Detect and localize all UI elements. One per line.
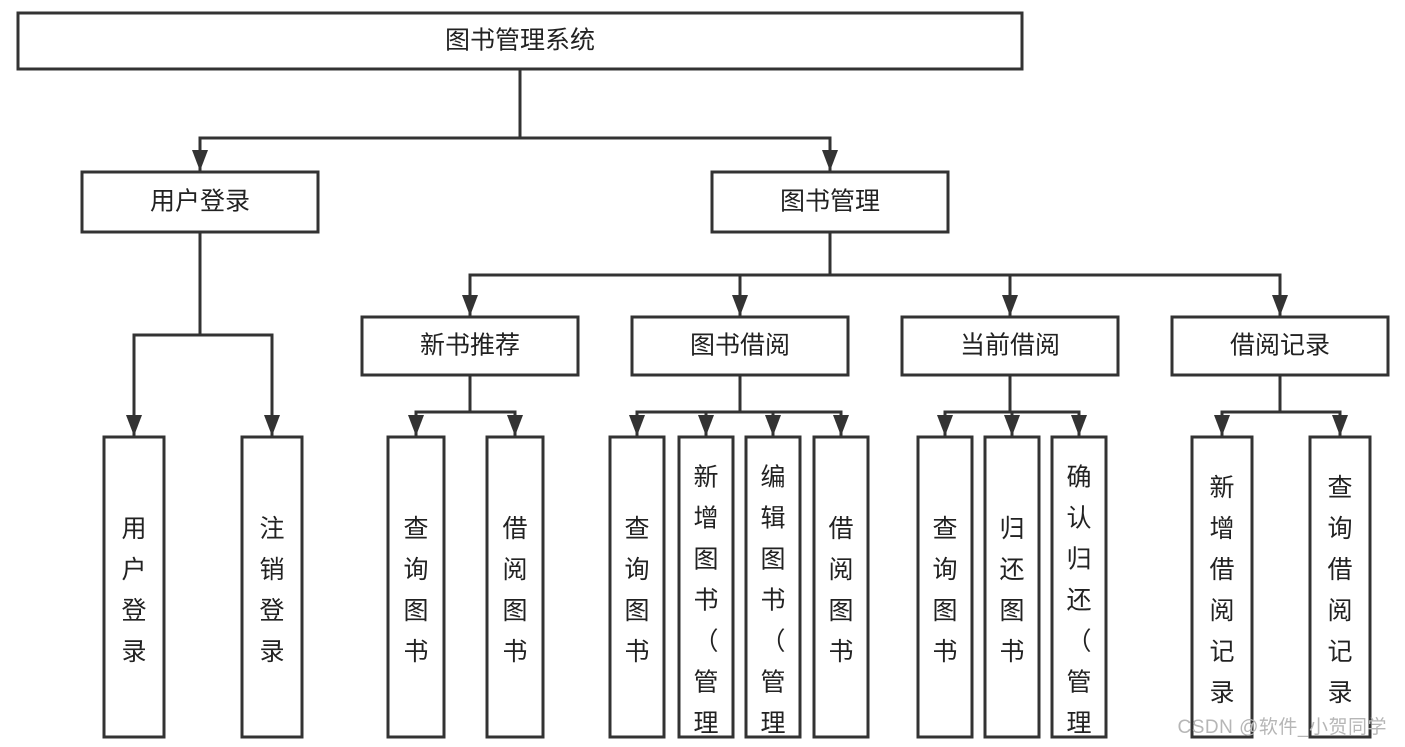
leaf_return_book-box xyxy=(983,435,1041,739)
arrow-to-leaf_return_book xyxy=(1004,415,1020,436)
arrow-to-book_borrow xyxy=(732,295,748,316)
watermark-text: CSDN @软件_小贺同学 xyxy=(1177,717,1387,738)
arrow-to-leaf_borrow_book_new xyxy=(507,415,523,436)
leaf_query_book_cur-box xyxy=(916,435,974,739)
arrow-to-leaf_user_logout xyxy=(264,415,280,436)
leaf_edit_book[interactable]: 编辑图书（管理员） xyxy=(744,435,802,747)
arrow-to-leaf_query_record xyxy=(1332,415,1348,436)
arrow-to-book-manage xyxy=(822,150,838,171)
leaf_query_record-box xyxy=(1308,435,1372,739)
arrow-to-borrow_record xyxy=(1272,295,1288,316)
leaf_user_logout-label: 注销登录 xyxy=(259,515,284,666)
leaf_borrow_book_brw-box xyxy=(812,435,870,739)
arrow-to-leaf_edit_book xyxy=(765,415,781,436)
leaf_query_book_new[interactable]: 查询图书 xyxy=(386,435,446,739)
leaf_return_book[interactable]: 归还图书 xyxy=(983,435,1041,739)
node-root-system-label: 图书管理系统 xyxy=(445,27,595,55)
arrow-to-leaf_query_book_new xyxy=(408,415,424,436)
arrow-to-leaf_add_book xyxy=(698,415,714,436)
leaf_confirm_return-box xyxy=(1050,435,1108,739)
node-new-book-rec-label: 新书推荐 xyxy=(420,332,520,360)
arrow-to-leaf_user_login xyxy=(126,415,142,436)
leaf_return_book-label: 归还图书 xyxy=(999,515,1024,666)
node-book-borrow-box xyxy=(630,315,850,377)
node-book-borrow[interactable]: 图书借阅 xyxy=(630,315,850,377)
arrow-to-leaf_query_book_brw xyxy=(629,415,645,436)
leaf_query_book_cur[interactable]: 查询图书 xyxy=(916,435,974,739)
leaf_query_book_brw-label: 查询图书 xyxy=(624,515,649,666)
node-current-borrow-box xyxy=(900,315,1120,377)
leaf_borrow_book_new[interactable]: 借阅图书 xyxy=(485,435,545,739)
node-current-borrow[interactable]: 当前借阅 xyxy=(900,315,1120,377)
leaf_query_record[interactable]: 查询借阅记录 xyxy=(1308,435,1372,739)
node-root-system-box xyxy=(16,11,1024,71)
arrow-to-leaf_borrow_book_brw xyxy=(833,415,849,436)
arrow-to-leaf_add_record xyxy=(1214,415,1230,436)
node-book-borrow-label: 图书借阅 xyxy=(690,332,790,360)
leaf_add_book-box xyxy=(677,435,735,739)
leaf_add_book[interactable]: 新增图书（管理员） xyxy=(677,435,735,747)
leaf_borrow_book_brw-label: 借阅图书 xyxy=(828,515,853,666)
leaf_query_book_cur-label: 查询图书 xyxy=(932,515,957,666)
node-book-manage-label: 图书管理 xyxy=(780,188,880,216)
arrow-to-user-login xyxy=(192,150,208,171)
arrow-to-leaf_confirm_return xyxy=(1071,415,1087,436)
leaf_confirm_return-label: 确认归还（管理员） xyxy=(1066,464,1091,747)
node-user-login-box xyxy=(80,170,320,234)
leaf_add_record-box xyxy=(1190,435,1254,739)
leaf_query_record-label: 查询借阅记录 xyxy=(1327,474,1352,707)
node-borrow-record-box xyxy=(1170,315,1390,377)
node-borrow-record[interactable]: 借阅记录 xyxy=(1170,315,1390,377)
node-user-login[interactable]: 用户登录 xyxy=(80,170,320,234)
node-new-book-rec[interactable]: 新书推荐 xyxy=(360,315,580,377)
leaf_user_login-label: 用户登录 xyxy=(121,515,146,666)
leaf_edit_book-label: 编辑图书（管理员） xyxy=(760,464,785,747)
leaf_add_record[interactable]: 新增借阅记录 xyxy=(1190,435,1254,739)
node-book-manage-box xyxy=(710,170,950,234)
arrow-to-new_book_rec xyxy=(462,295,478,316)
leaf_edit_book-box xyxy=(744,435,802,739)
node-book-manage[interactable]: 图书管理 xyxy=(710,170,950,234)
node-user-login-label: 用户登录 xyxy=(150,188,250,216)
leaf_user_logout[interactable]: 注销登录 xyxy=(240,435,304,739)
leaf_add_record-label: 新增借阅记录 xyxy=(1209,474,1234,707)
leaf_user_login-box xyxy=(102,435,166,739)
leaf_query_book_new-box xyxy=(386,435,446,739)
leaf_user_logout-box xyxy=(240,435,304,739)
leaf_query_book_new-label: 查询图书 xyxy=(403,515,428,666)
leaf_confirm_return[interactable]: 确认归还（管理员） xyxy=(1050,435,1108,747)
leaf_add_book-label: 新增图书（管理员） xyxy=(693,464,718,747)
leaf_query_book_brw[interactable]: 查询图书 xyxy=(608,435,666,739)
leaf_user_login[interactable]: 用户登录 xyxy=(102,435,166,739)
node-current-borrow-label: 当前借阅 xyxy=(960,332,1060,360)
leaf_query_book_brw-box xyxy=(608,435,666,739)
leaf_borrow_book_brw[interactable]: 借阅图书 xyxy=(812,435,870,739)
arrow-to-current_borrow xyxy=(1002,295,1018,316)
leaf_borrow_book_new-label: 借阅图书 xyxy=(502,515,527,666)
leaf_borrow_book_new-box xyxy=(485,435,545,739)
node-root-system[interactable]: 图书管理系统 xyxy=(16,11,1024,71)
arrow-to-leaf_query_book_cur xyxy=(937,415,953,436)
node-borrow-record-label: 借阅记录 xyxy=(1230,332,1330,360)
node-new-book-rec-box xyxy=(360,315,580,377)
